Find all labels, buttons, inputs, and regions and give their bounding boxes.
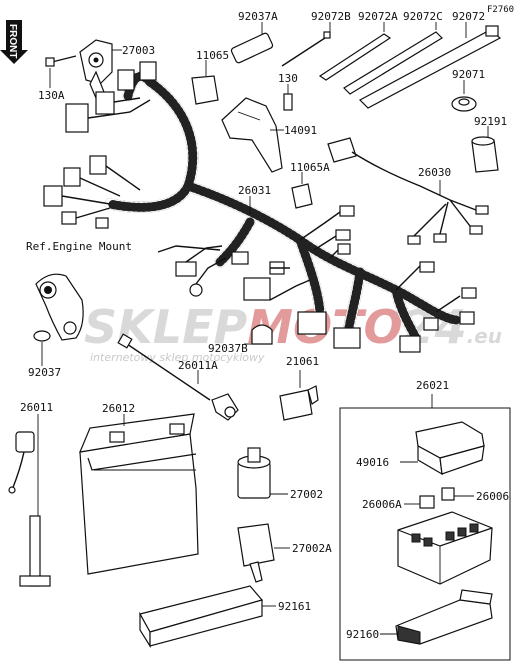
label-49016: 49016 xyxy=(356,456,389,469)
label-130: 130 xyxy=(278,72,298,85)
part-27002-relay xyxy=(237,447,288,499)
part-49016-cover xyxy=(400,421,485,476)
part-14091-cover xyxy=(221,97,284,173)
part-11065-clip xyxy=(191,60,219,105)
ref-engine-mount-label: Ref.Engine Mount xyxy=(26,240,132,253)
label-26031: 26031 xyxy=(238,184,271,197)
label-92160: 92160 xyxy=(346,628,379,641)
label-92161: 92161 xyxy=(278,600,311,613)
label-26011A: 26011A xyxy=(178,359,218,372)
part-130A-bolt xyxy=(45,55,77,88)
part-26006-fuse xyxy=(441,487,474,501)
part-92072-tie xyxy=(359,22,502,109)
label-27002: 27002 xyxy=(290,488,323,501)
label-92037A: 92037A xyxy=(238,10,278,23)
part-26012-battery xyxy=(79,413,199,575)
label-27002A: 27002A xyxy=(292,542,332,555)
front-arrow: FRONT xyxy=(0,20,28,64)
label-26030: 26030 xyxy=(418,166,451,179)
label-92072: 92072 xyxy=(452,10,485,23)
part-92191-tube xyxy=(471,126,499,173)
label-92037: 92037 xyxy=(28,366,61,379)
part-92072C-tie xyxy=(343,22,443,95)
front-arrow-label: FRONT xyxy=(7,24,18,58)
part-92037-spacer xyxy=(33,330,51,366)
label-11065: 11065 xyxy=(196,49,229,62)
part-26006A-fuse xyxy=(404,495,435,509)
part-92072A-tie xyxy=(318,22,392,81)
label-26006: 26006 xyxy=(476,490,509,503)
part-130-bolt xyxy=(283,84,293,111)
label-11065A: 11065A xyxy=(290,161,330,174)
label-26006A: 26006A xyxy=(362,498,402,511)
part-fuse-box xyxy=(397,511,493,585)
label-92072B: 92072B xyxy=(311,10,351,23)
part-26031-main-harness xyxy=(43,61,477,353)
label-92072A: 92072A xyxy=(358,10,398,23)
label-92071: 92071 xyxy=(452,68,485,81)
label-92072C: 92072C xyxy=(403,10,443,23)
label-21061: 21061 xyxy=(286,355,319,368)
part-27002A-relay xyxy=(237,523,290,583)
label-14091: 14091 xyxy=(284,124,317,137)
part-92161-pad xyxy=(139,585,276,649)
part-26011A-lead xyxy=(117,333,239,421)
label-92191: 92191 xyxy=(474,115,507,128)
part-21061-relay xyxy=(279,370,319,421)
part-92037B xyxy=(244,324,273,345)
part-92072B-tie xyxy=(281,22,331,67)
part-11065A-clip xyxy=(291,172,313,209)
watermark-brand-d: .eu xyxy=(467,324,502,348)
watermark-tagline: internetowy sklep motocyklowy xyxy=(90,351,265,364)
engine-mount xyxy=(35,273,84,341)
label-27003: 27003 xyxy=(122,44,155,57)
label-26012: 26012 xyxy=(102,402,135,415)
part-92037A xyxy=(230,22,274,64)
part-26021-group xyxy=(339,394,511,661)
figure-code: F2760 xyxy=(487,5,514,15)
part-26030-subharness xyxy=(327,137,489,245)
svg-text:SKLEPMOTO24.eu: SKLEPMOTO24.eu xyxy=(84,300,502,354)
label-26011: 26011 xyxy=(20,401,53,414)
part-27003-bracket xyxy=(79,39,122,99)
part-92160-pad xyxy=(380,589,493,645)
watermark-brand-a: SKLEP xyxy=(84,300,248,354)
label-92037B: 92037B xyxy=(208,342,248,355)
label-26021: 26021 xyxy=(416,379,449,392)
label-130A: 130A xyxy=(38,89,65,102)
part-26011-lead xyxy=(8,414,51,587)
part-92071-grommet xyxy=(451,80,477,112)
